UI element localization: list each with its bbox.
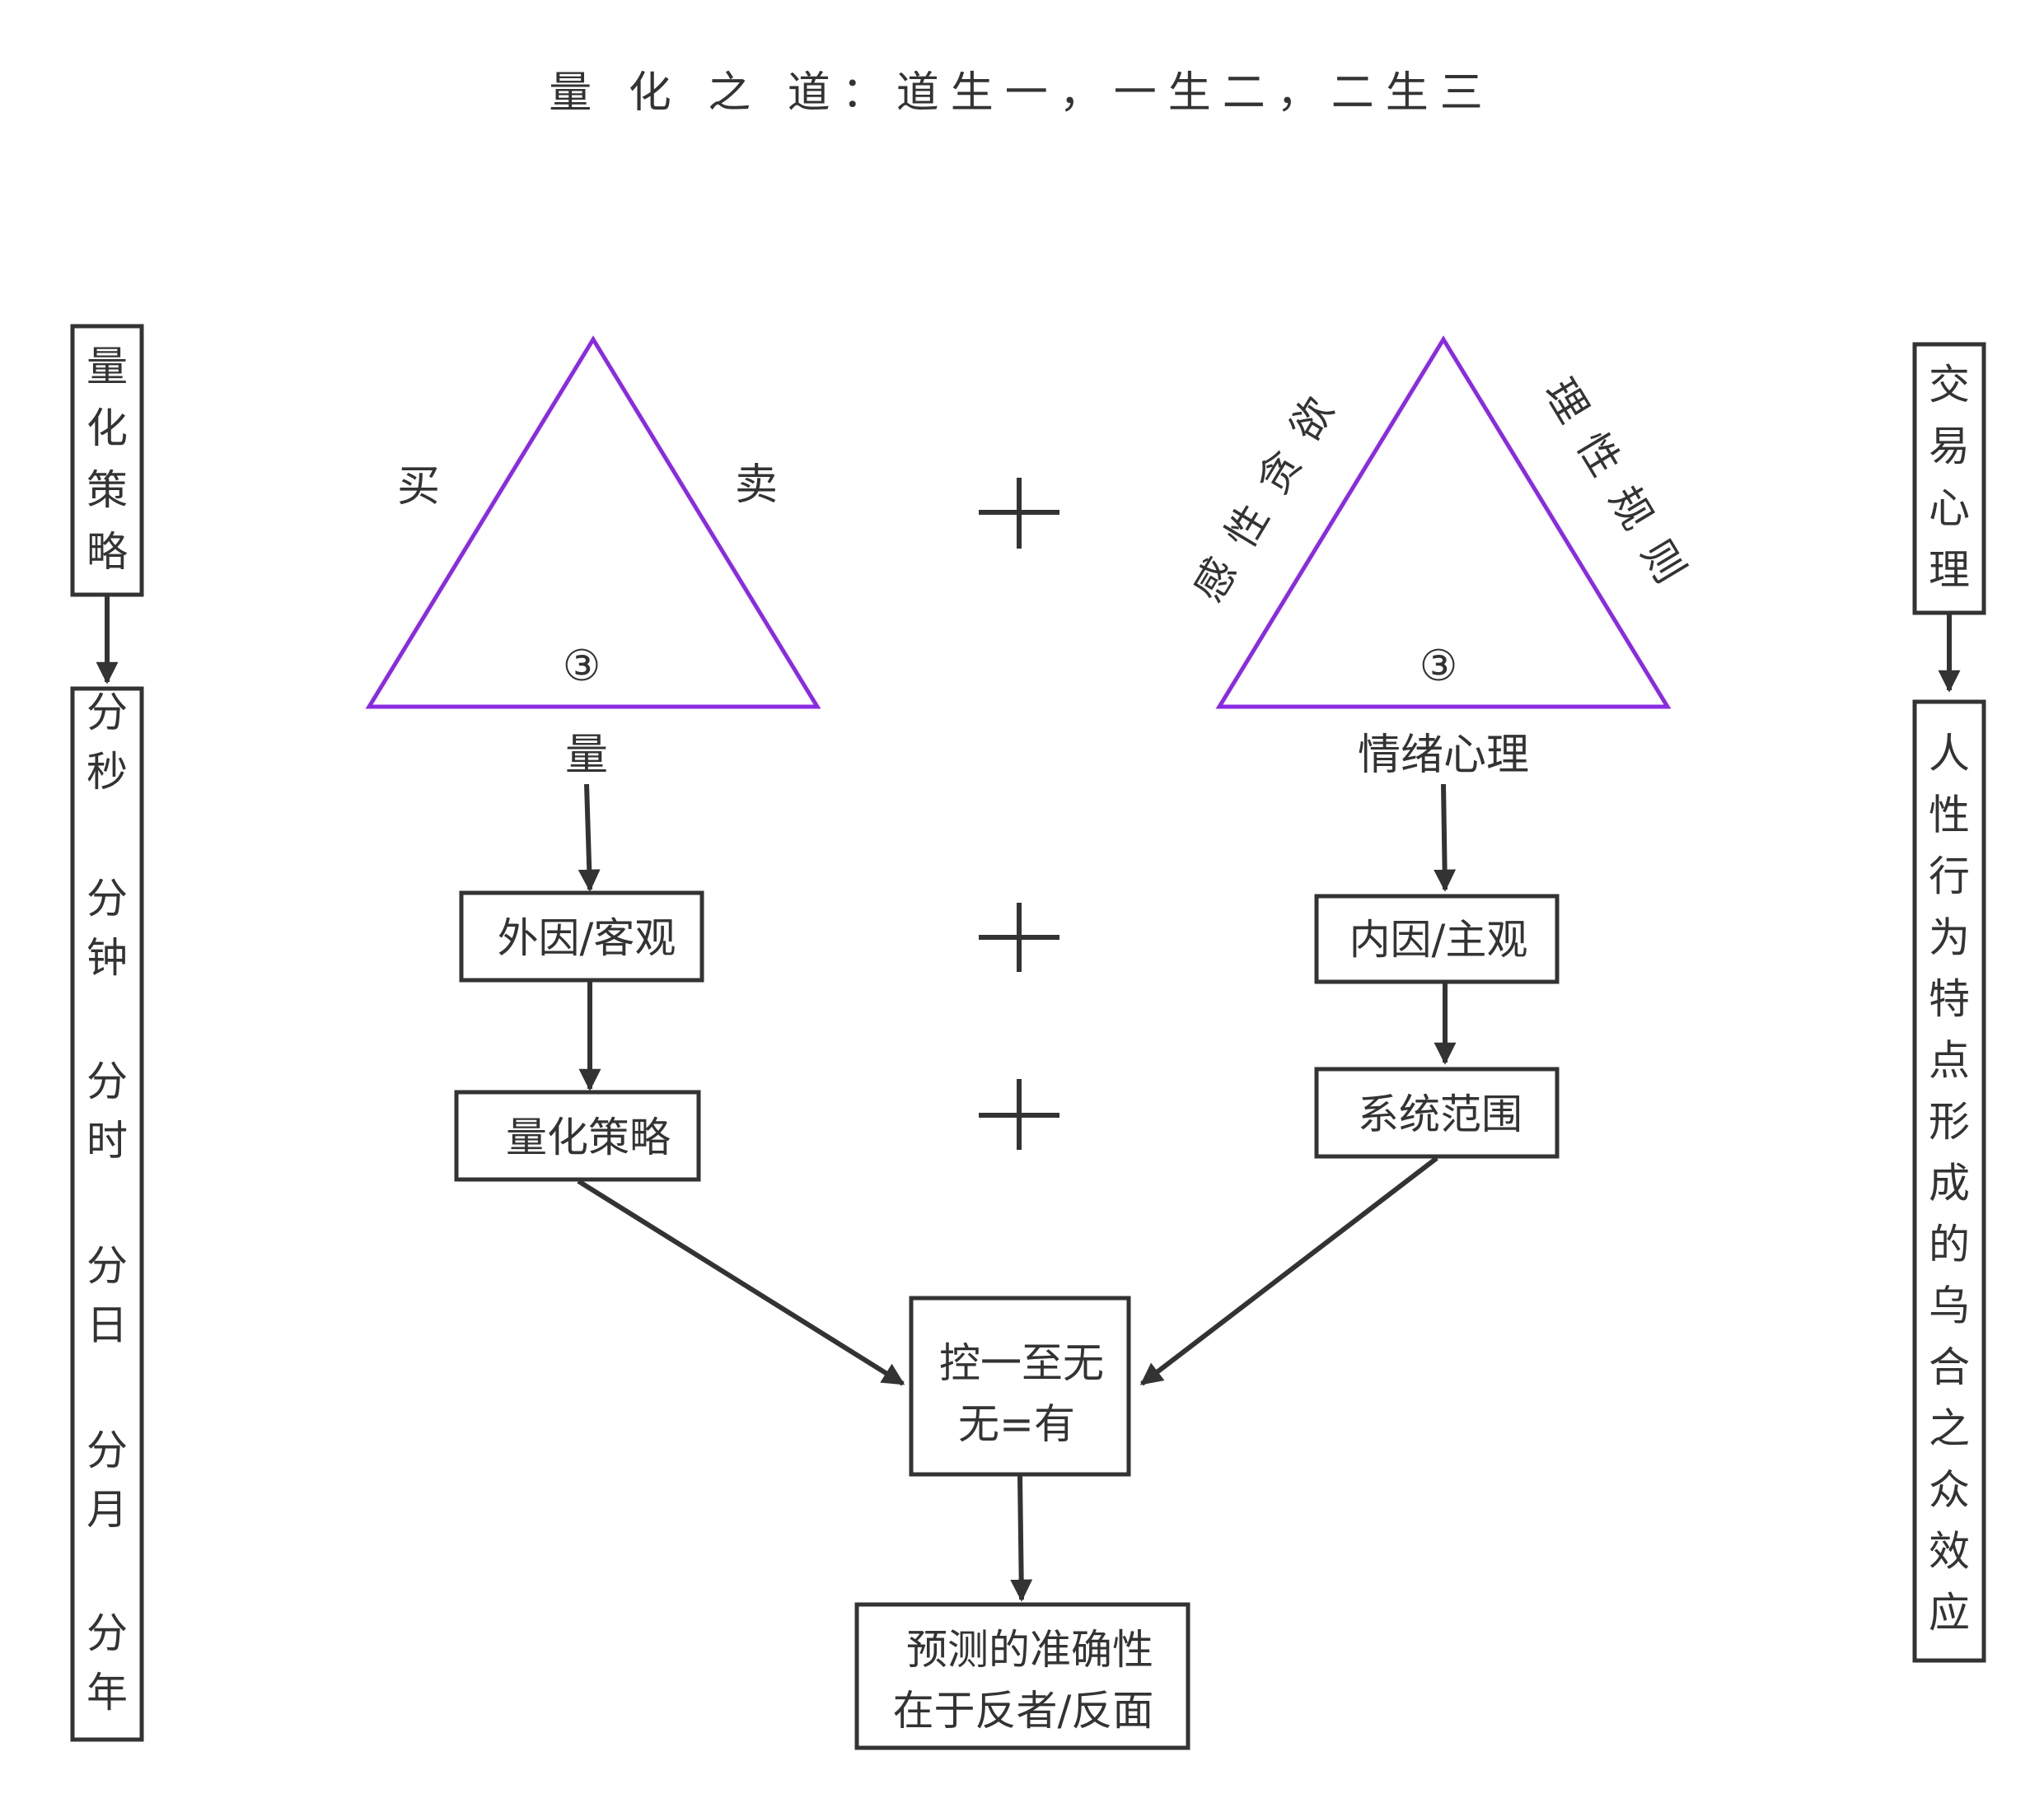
timeframe-item: 分年 — [87, 1609, 128, 1717]
timeframe-item: 分秒 — [87, 689, 128, 796]
buy-sell-triangle — [365, 335, 821, 709]
volume-label: 量 — [565, 731, 608, 780]
plus-sign-top — [979, 478, 1059, 549]
internal-subjective-text: 内因/主观 — [1349, 916, 1528, 964]
emotion-psychology-label: 情绪心理 — [1358, 731, 1529, 780]
strategy-to-center-arrow — [577, 1179, 905, 1386]
external-objective-box — [459, 890, 704, 983]
control-box — [909, 1296, 1131, 1477]
plus-sign-bottom — [979, 1079, 1059, 1150]
timeframe-item: 分钟 — [87, 875, 128, 982]
timeframe-box — [70, 686, 144, 1742]
external-objective-text: 外因/客观 — [498, 914, 676, 962]
triangle-center-number: ③ — [563, 642, 601, 691]
psychology-box — [1912, 699, 1986, 1663]
sell-label: 卖 — [735, 460, 778, 510]
psychology-text: 人性行为特点形成的乌合之众效应 — [1929, 730, 1970, 1637]
system-scope-box — [1314, 1067, 1560, 1159]
buy-label: 买 — [397, 462, 440, 511]
timeframe-item: 分日 — [87, 1242, 128, 1349]
rational-rules-label: 理性规则 — [1535, 371, 1705, 610]
quant-strategy-box — [454, 1090, 701, 1182]
volume-arrow — [578, 783, 601, 892]
center-to-bottom-arrow — [1010, 1475, 1033, 1602]
prediction-box — [854, 1602, 1190, 1750]
timeframe-item: 分月 — [87, 1427, 128, 1534]
control-text-line-2: 无=有 — [958, 1400, 1075, 1448]
control-text-line-1: 控一至无 — [939, 1339, 1104, 1387]
plus-sign-middle — [979, 903, 1059, 972]
quant-strategy-text: 量化策略 — [506, 1114, 671, 1161]
emotion-triangle — [1215, 335, 1672, 709]
page-title: 量 化 之 道：道生一，一生二，二生三 — [549, 68, 1494, 118]
left-header-text: 量化策略 — [87, 343, 128, 576]
emotion-arrow — [1434, 783, 1457, 892]
prediction-text-line-2: 在于反者/反面 — [893, 1687, 1154, 1735]
internal-subjective-box — [1314, 894, 1560, 984]
system-to-center-arrow — [1139, 1156, 1438, 1386]
emotional-greed-label: 感性贪欲 — [1184, 371, 1354, 610]
prediction-text-line-1: 预测的准确性 — [906, 1626, 1153, 1674]
system-scope-text: 系统范围 — [1358, 1091, 1522, 1138]
timeframe-item: 分时 — [87, 1058, 128, 1165]
right-header-text: 交易心理 — [1929, 361, 1970, 594]
triangle-center-number-2: ③ — [1420, 642, 1458, 691]
